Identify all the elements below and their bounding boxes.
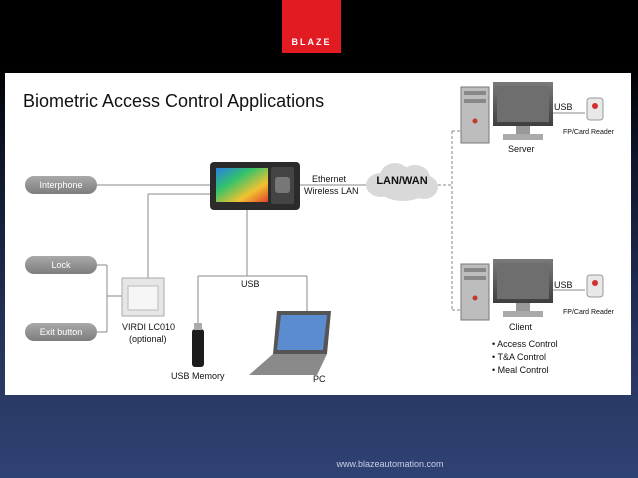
client-usb-label: USB: [554, 280, 573, 290]
brand-logo: BLAZE: [282, 0, 341, 53]
pc-laptop: [249, 311, 331, 375]
usb-memory-stick: [192, 323, 204, 367]
pc-label: PC: [313, 374, 326, 384]
usb-link-label: USB: [241, 279, 260, 289]
client-feature: • Access Control: [492, 339, 558, 349]
lc010-note: (optional): [129, 334, 167, 344]
usb-memory-label: USB Memory: [171, 371, 225, 381]
lc010-name: VIRDI LC010: [122, 322, 176, 332]
connection-lines: [97, 82, 604, 375]
ethernet-label: Ethernet: [312, 174, 347, 184]
lock-pill: Lock: [25, 256, 97, 274]
server-computer: [460, 82, 604, 144]
access-terminal: [210, 162, 300, 210]
wireless-lan-label: Wireless LAN: [304, 186, 359, 196]
interphone-pill: Interphone: [25, 176, 97, 194]
server-usb-label: USB: [554, 102, 573, 112]
exit-button-pill: Exit button: [25, 323, 97, 341]
server-reader-label: FP/Card Reader: [563, 129, 614, 136]
slide-content: Biometric Access Control Applications: [5, 73, 631, 395]
client-feature: • Meal Control: [492, 365, 549, 375]
client-label: Client: [509, 322, 533, 332]
client-feature: • T&A Control: [492, 352, 547, 362]
slide-title: Biometric Access Control Applications: [23, 91, 325, 111]
footer-url: www.blazeautomation.com: [336, 459, 444, 469]
lc010-device: [121, 277, 165, 317]
client-computer: [460, 259, 604, 321]
server-label: Server: [508, 144, 535, 154]
client-reader-label: FP/Card Reader: [563, 309, 614, 316]
brand-logo-text: BLAZE: [291, 37, 332, 47]
lan-wan-cloud: LAN/WAN: [366, 161, 438, 203]
lan-wan-label: LAN/WAN: [376, 175, 428, 187]
